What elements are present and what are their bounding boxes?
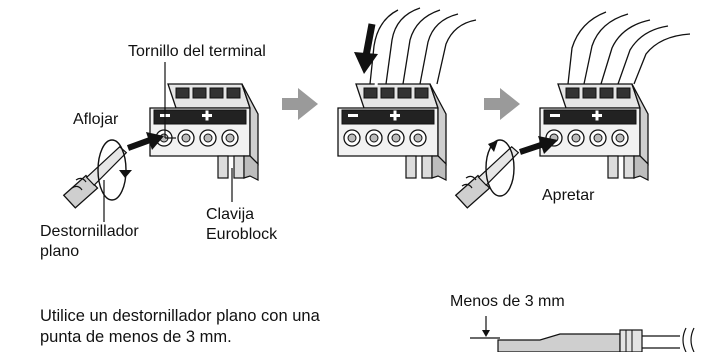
tip-size-label: Menos de 3 mm	[450, 293, 565, 310]
loosen-label: Aflojar	[73, 111, 119, 128]
push-arrow-icon	[354, 23, 378, 74]
wires	[369, 7, 477, 87]
flat-screwdriver	[446, 144, 532, 211]
flat-screwdriver-label-line2: plano	[40, 243, 80, 260]
push-arrow-icon	[519, 136, 558, 155]
terminal-screw-label: Tornillo del terminal	[128, 43, 266, 60]
wires	[567, 11, 691, 85]
instruction-line-1: Utilice un destornillador plano con una	[40, 307, 320, 325]
tip-dimension	[470, 316, 695, 353]
rotation-icon	[485, 139, 515, 197]
euroblock-plug-label-line2: Euroblock	[206, 226, 278, 243]
tighten-label: Apretar	[542, 187, 595, 204]
push-arrow-icon	[126, 132, 164, 151]
rotation-icon	[97, 139, 132, 201]
right-arrow-icon	[282, 88, 318, 120]
instruction-line-2: punta de menos de 3 mm.	[40, 328, 232, 346]
euroblock-plug-label: Clavija	[206, 206, 255, 223]
flat-screwdriver-label: Destornillador	[40, 223, 139, 240]
right-arrow-icon	[484, 88, 520, 120]
connector-loosen	[149, 83, 259, 181]
connector-tighten	[539, 83, 649, 181]
instruction-note: Utilice un destornillador plano con una …	[40, 306, 440, 348]
connector-insert	[337, 83, 447, 181]
